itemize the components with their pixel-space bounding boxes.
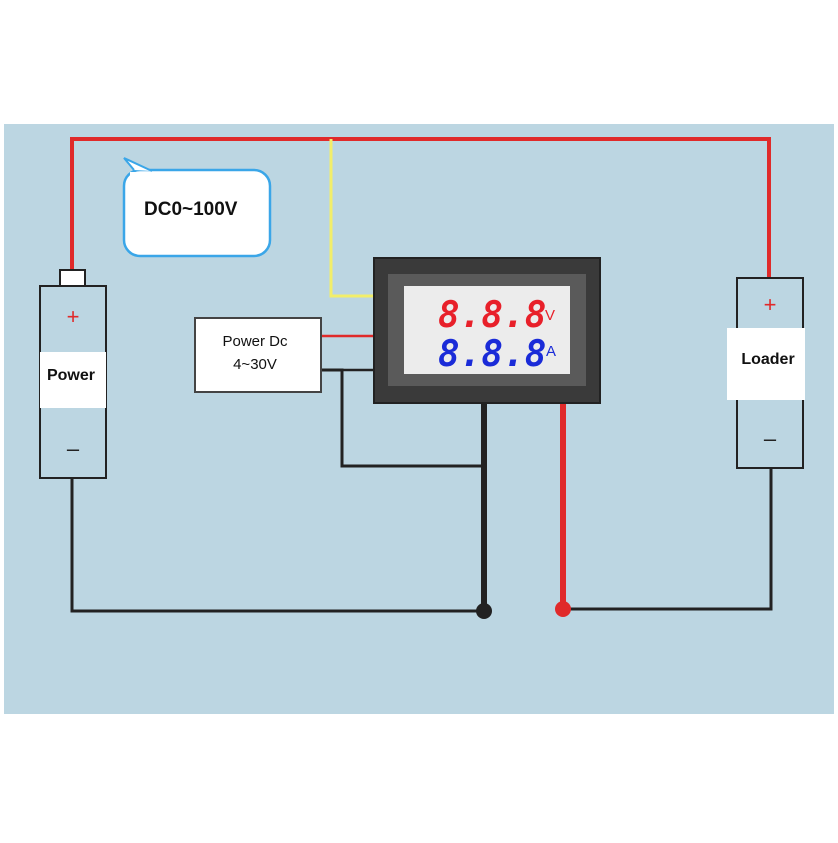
loader-minus-wire	[563, 468, 773, 611]
junction-dot-red	[555, 601, 571, 617]
meter-screen	[404, 286, 570, 374]
voltage-display: 8.8.8	[438, 295, 546, 336]
current-unit: A	[546, 343, 556, 360]
power-plus-sign: +	[67, 304, 80, 329]
loader-plus-sign: +	[764, 292, 777, 317]
loader-minus-sign: –	[764, 426, 777, 451]
power-minus-sign: –	[67, 436, 80, 461]
voltage-range-callout: DC0~100V	[122, 157, 272, 258]
power-battery-terminal	[59, 269, 86, 287]
power-battery: + Power –	[39, 269, 107, 479]
supply-line-2: 4~30V	[233, 356, 277, 373]
loader-label: Loader	[741, 351, 794, 368]
supply-line-1: Power Dc	[222, 333, 288, 350]
volt-amp-meter: 8.8.8 V 8.8.8 A	[373, 257, 601, 404]
loader-battery: + Loader –	[727, 277, 805, 469]
power-label: Power	[47, 367, 95, 384]
voltage-unit: V	[545, 307, 555, 324]
supply-black-wire	[320, 368, 484, 468]
top-red-wire	[70, 137, 771, 280]
power-label-box	[40, 352, 106, 408]
callout-text: DC0~100V	[144, 199, 238, 220]
power-supply-box: Power Dc 4~30V	[194, 317, 322, 393]
current-display: 8.8.8	[438, 334, 546, 375]
junction-dot-black	[476, 603, 492, 619]
loader-label-box	[727, 328, 805, 400]
yellow-sense-wire	[329, 139, 376, 298]
power-minus-wire	[70, 478, 484, 613]
